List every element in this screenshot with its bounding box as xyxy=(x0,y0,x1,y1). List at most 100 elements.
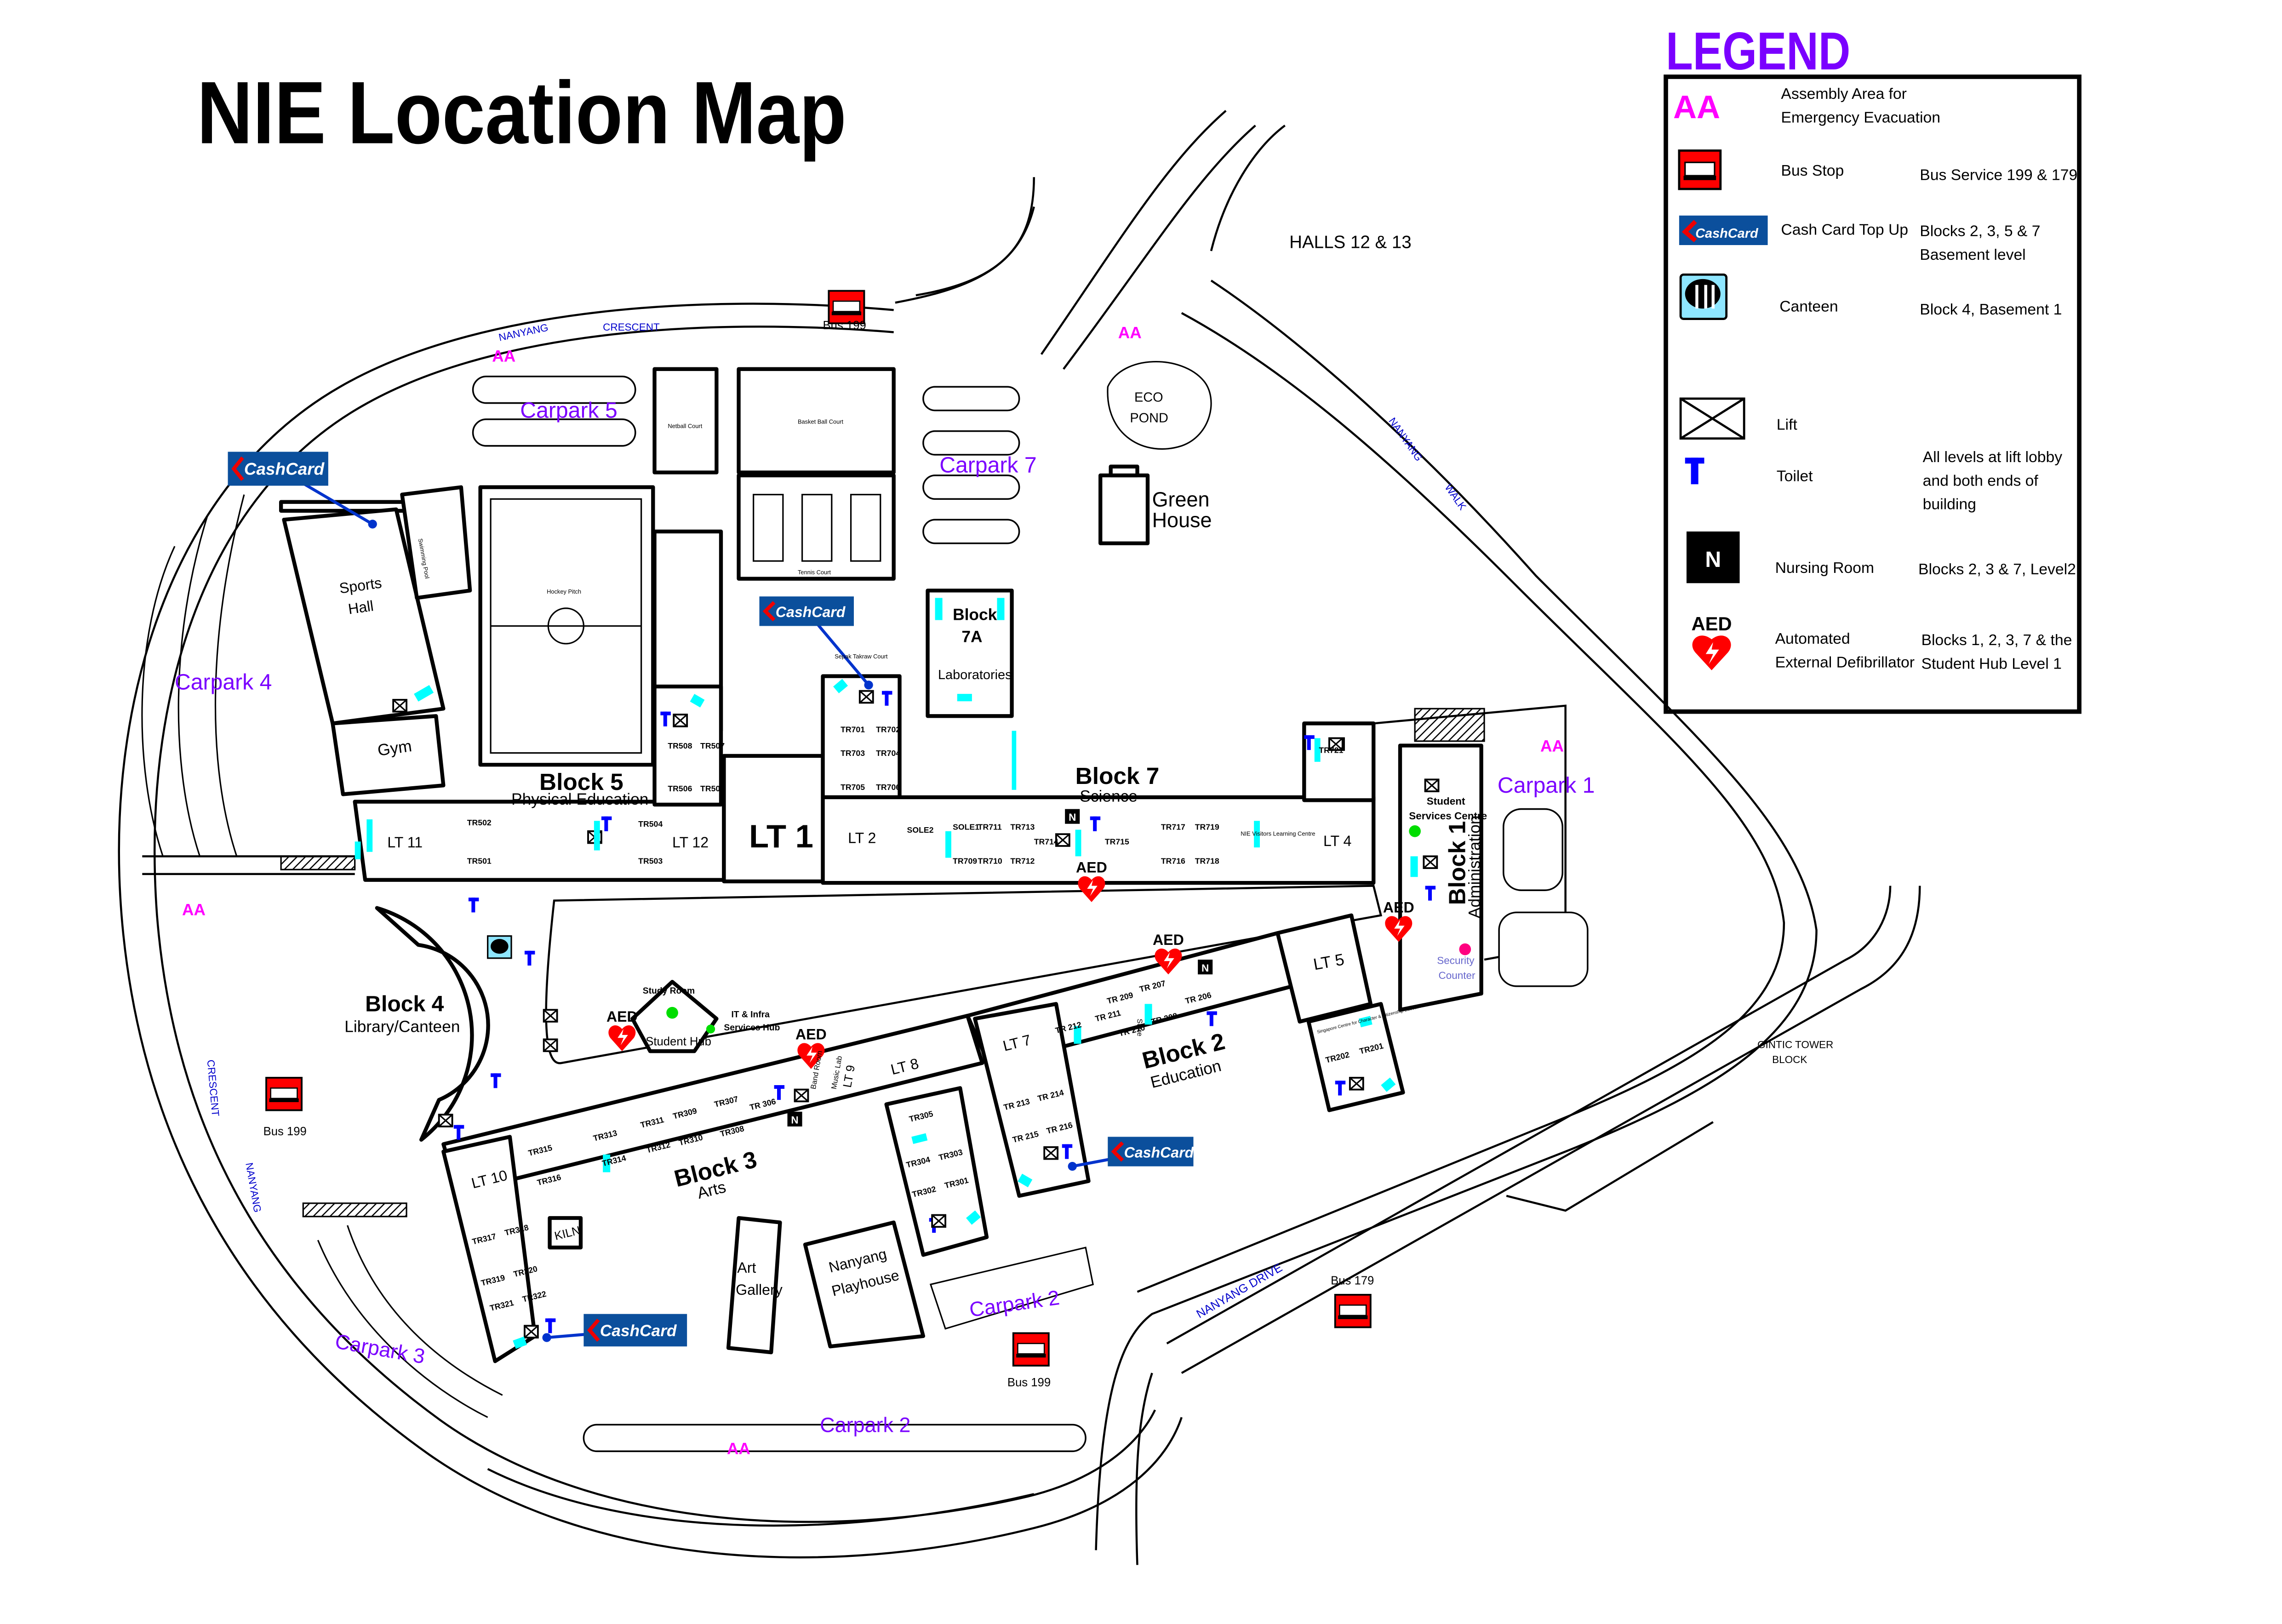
swimming-pool-building xyxy=(400,485,472,600)
bus-stop-east[interactable] xyxy=(1334,1294,1372,1328)
nursing-room-symbol: N xyxy=(791,1115,798,1126)
stairs-marker xyxy=(833,679,848,693)
svg-text:N: N xyxy=(1705,547,1721,572)
places-security-2-label: Counter xyxy=(1438,970,1475,981)
legend-assembly-label-2: Emergency Evacuation xyxy=(1781,109,1940,126)
stairs-marker xyxy=(1018,1173,1033,1188)
legend-assembly-label: Assembly Area for xyxy=(1781,85,1906,103)
cashcard-topup-marker[interactable]: CashCard xyxy=(228,452,377,529)
heart-icon xyxy=(1385,916,1413,942)
aed-marker[interactable]: AED xyxy=(795,1026,827,1069)
legend-bus-label: Bus Stop xyxy=(1781,162,1844,179)
legend-lift-label: Lift xyxy=(1777,416,1798,433)
toilet-icon xyxy=(1685,457,1704,485)
legend-canteen-desc: Block 4, Basement 1 xyxy=(1920,301,2062,318)
bus-stops-west-label: Bus 199 xyxy=(263,1125,307,1138)
places-visitors-centre-label: NIE Visitors Learning Centre xyxy=(1241,830,1315,837)
toilet-icon xyxy=(545,1318,556,1333)
room-label: TR507 xyxy=(700,741,725,750)
nursing-room-marker: N xyxy=(1065,809,1080,824)
nursing-room-marker: N xyxy=(787,1111,802,1127)
stairs-marker xyxy=(513,1336,527,1349)
netball-court xyxy=(652,367,719,475)
student-hub-dot xyxy=(666,1006,678,1019)
lift-icon xyxy=(543,1038,558,1052)
room-label: SOLE1 xyxy=(953,823,979,832)
places-eco-pond-2-label: POND xyxy=(1130,411,1168,425)
cashcard-topup-marker[interactable]: CashCard xyxy=(759,596,873,690)
lecture-theatres-lt2-label: LT 2 xyxy=(848,829,876,846)
cashcard-badge-text: CashCard xyxy=(600,1322,677,1340)
stairs-marker xyxy=(1144,1004,1152,1025)
carparks-cp7-label: Carpark 7 xyxy=(939,452,1036,477)
it-hub-dot xyxy=(706,1024,715,1034)
roads xyxy=(118,110,1921,1565)
lecture-theatres-lt12-label: LT 12 xyxy=(672,834,709,851)
green-house-building xyxy=(1098,473,1150,545)
art-gallery-building xyxy=(726,1216,782,1355)
stairs-marker xyxy=(1410,856,1418,877)
blocks-b1-sub-label: Administration xyxy=(1465,815,1483,918)
bus-stop-west[interactable] xyxy=(265,1077,303,1111)
carparks-cp1-label: Carpark 1 xyxy=(1498,773,1595,798)
lift-icon xyxy=(1055,833,1070,847)
bus-stop-south[interactable] xyxy=(1012,1332,1050,1367)
heart-icon xyxy=(608,1025,636,1052)
toilet-icon xyxy=(468,898,479,913)
nursing-room-icon: N xyxy=(1686,531,1740,583)
cashcard-topup-marker[interactable]: CashCard xyxy=(1068,1137,1195,1171)
aed-marker[interactable]: AED xyxy=(1383,899,1414,942)
legend-canteen-label: Canteen xyxy=(1779,298,1838,315)
aed-marker[interactable]: AED xyxy=(606,1008,638,1052)
toilet-icon xyxy=(774,1085,785,1100)
gym-building xyxy=(331,714,446,796)
assembly-area-marker: AA xyxy=(1540,737,1564,755)
room-label: TR706 xyxy=(876,783,900,792)
room-label: TR714 xyxy=(1034,837,1058,846)
toilet-icon xyxy=(1207,1011,1217,1026)
room-label: TR506 xyxy=(668,784,692,793)
assembly-area-marker: AA xyxy=(492,348,515,366)
legend-aed-desc: Blocks 1, 2, 3, 7 & the xyxy=(1921,631,2072,649)
toilet-icon xyxy=(453,1125,464,1140)
blocks-b4-label: Block 4 xyxy=(365,991,444,1016)
eco-pond xyxy=(1107,360,1212,450)
nursing-room-symbol: N xyxy=(1201,962,1209,974)
blocks-b7a-sub-label: Laboratories xyxy=(938,668,1012,682)
legend-toilet-desc-3: building xyxy=(1923,496,1976,513)
places-it-hub-1-label: IT & Infra xyxy=(731,1010,770,1019)
canteen-icon xyxy=(1679,273,1728,320)
room-label: TR719 xyxy=(1195,823,1219,832)
room-label: TR716 xyxy=(1161,856,1185,865)
lift-icon xyxy=(438,1114,453,1127)
cashcard-topup-marker[interactable]: CashCard xyxy=(542,1314,687,1347)
cashcard-badge-text: CashCard xyxy=(244,459,325,478)
lift-icon xyxy=(1328,737,1344,751)
toilet-icon xyxy=(524,950,535,966)
lightning-icon xyxy=(1087,880,1098,897)
room-label: TR717 xyxy=(1161,823,1185,832)
bus-stops-south-label: Bus 199 xyxy=(1007,1376,1051,1389)
places-ssc-2-label: Services Centre xyxy=(1409,810,1487,822)
stairs-marker xyxy=(355,841,361,859)
security-counter-dot xyxy=(1459,943,1471,955)
aed-marker[interactable]: AED xyxy=(1153,932,1184,975)
toilet-icon xyxy=(660,711,671,726)
sports-hall-building xyxy=(282,507,446,726)
room-label: TR713 xyxy=(1010,823,1035,832)
lift-icon xyxy=(931,1214,946,1228)
places-it-hub-2-label: Services Hub xyxy=(724,1023,780,1033)
lift-icon xyxy=(1043,1146,1059,1160)
heart-icon xyxy=(797,1043,825,1069)
toilet-icon xyxy=(491,1073,501,1088)
aed-marker[interactable]: AED xyxy=(1076,859,1107,902)
places-gintic-1-label: GINTIC TOWER xyxy=(1757,1039,1833,1051)
bus-stop-north[interactable] xyxy=(828,290,865,325)
lift-icon xyxy=(1349,1077,1364,1091)
room-label: TR715 xyxy=(1105,837,1129,846)
room-label: TR709 xyxy=(953,856,977,865)
aed-label: AED xyxy=(1383,899,1414,915)
stairs-marker xyxy=(1254,821,1260,848)
lt5-building xyxy=(1275,913,1373,1024)
room-label: TR502 xyxy=(467,818,492,827)
